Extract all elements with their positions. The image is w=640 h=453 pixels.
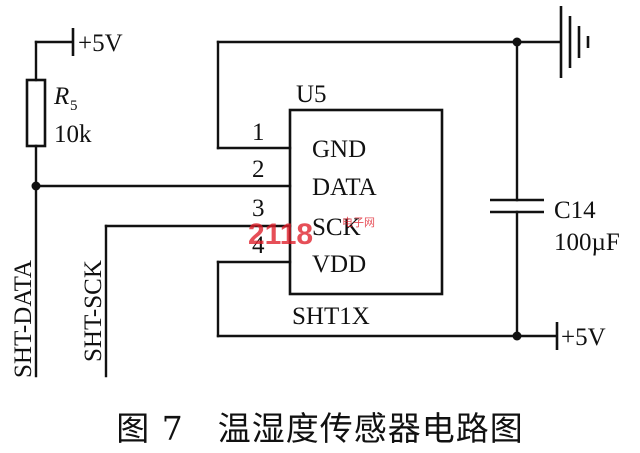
vcc-top-symbol [34,28,75,56]
watermark-logo: 2118 [248,218,313,251]
watermark-subtext: 电子网 [342,216,375,229]
chip-ref-label: U5 [296,81,327,108]
capacitor-name: C14 [554,197,596,224]
figure-caption: 图 7 温湿度传感器电路图 [0,402,640,450]
resistor-r5 [25,78,47,148]
pin1-number: 1 [252,119,265,146]
pin1-name: GND [312,136,366,163]
pin2-number: 2 [252,156,265,183]
figure-number: 图 7 [116,409,184,448]
vcc-top-label: +5V [78,30,123,57]
chip-part-label: SHT1X [292,303,370,330]
pin3-name: SCK [312,214,361,241]
resistor-value: 10k [54,121,92,148]
pin3-number: 3 [252,195,265,222]
chip-body-sht1x [288,108,444,296]
pin2-name: DATA [312,174,377,201]
pin4-number: 4 [252,232,265,259]
net-label-sht-data: SHT-DATA [10,260,37,378]
vcc-bottom-label: +5V [561,324,606,351]
pin4-name: VDD [312,251,366,278]
figure-title: 温湿度传感器电路图 [217,409,524,448]
resistor-name: R [53,83,69,110]
ground-symbol [559,6,590,78]
net-label-sht-sck: SHT-SCK [80,260,107,362]
resistor-subscript: 5 [70,98,78,114]
capacitor-value: 100µF [554,229,620,256]
junction-vdd [512,331,522,341]
